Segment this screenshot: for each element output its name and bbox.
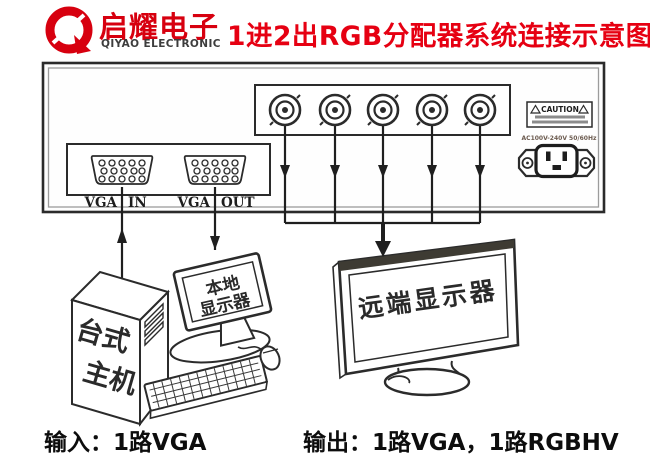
warning-triangle-icon (529, 104, 542, 114)
power-rating-text: AC100V-240V 50/60Hz (522, 135, 597, 142)
logo-text-cn: 启耀电子 (99, 10, 220, 44)
vga-in-label-word2: IN (128, 195, 147, 211)
qiyao-logo-icon (45, 6, 93, 54)
drive-bay-slot (144, 311, 164, 338)
warning-triangle-icon (577, 104, 590, 114)
local-monitor: 本地 显示器 (172, 252, 273, 347)
vga-in-arrowhead (117, 228, 127, 243)
bnc-connector-icon (415, 93, 449, 127)
bnc-connector-icon (366, 93, 400, 127)
page-title: 1进2出RGB分配器系统连接示意图 (227, 21, 650, 52)
caution-fineprint-line (535, 115, 585, 119)
vga-in-label-word1: VGA (84, 195, 118, 211)
drive-bay-slot (144, 302, 164, 329)
caution-label: CAUTION (526, 101, 593, 128)
vga-out-port-icon (183, 155, 247, 185)
power-inlet: AC100V-240V 50/60Hz (517, 135, 597, 179)
output-caption: 输出：1路VGA，1路RGBHV (303, 430, 619, 455)
vga-out-label-word2: OUT (221, 195, 255, 211)
bnc-connector-icon (318, 93, 352, 127)
monitor-screen (348, 253, 509, 363)
bnc-connector-icon (268, 93, 302, 127)
input-caption: 输入：1路VGA (44, 430, 207, 455)
remote-monitor: 远端显示器 (332, 238, 520, 397)
mouse (237, 345, 281, 371)
drive-bay-slot (144, 320, 164, 347)
bnc-arrowheads (280, 165, 485, 178)
keyboard (143, 355, 269, 420)
caution-text: CAUTION (541, 105, 579, 114)
vga-out-label-word1: VGA (177, 195, 211, 211)
vga-section: VGA IN VGA OUT (66, 143, 271, 211)
iec-socket-icon (534, 143, 579, 179)
bnc-connector-icon (463, 93, 497, 127)
rgbhv-arrowhead (375, 241, 391, 257)
monitor-top-bezel (339, 240, 514, 271)
logo-text-en: QIYAO ELECTRONIC (101, 38, 221, 50)
vga-out-arrowhead (210, 236, 220, 250)
monitor-screen (181, 260, 264, 323)
vga-in-port-icon (90, 155, 154, 185)
caution-fineprint-line (532, 120, 588, 124)
remote-monitor-base (383, 367, 471, 397)
